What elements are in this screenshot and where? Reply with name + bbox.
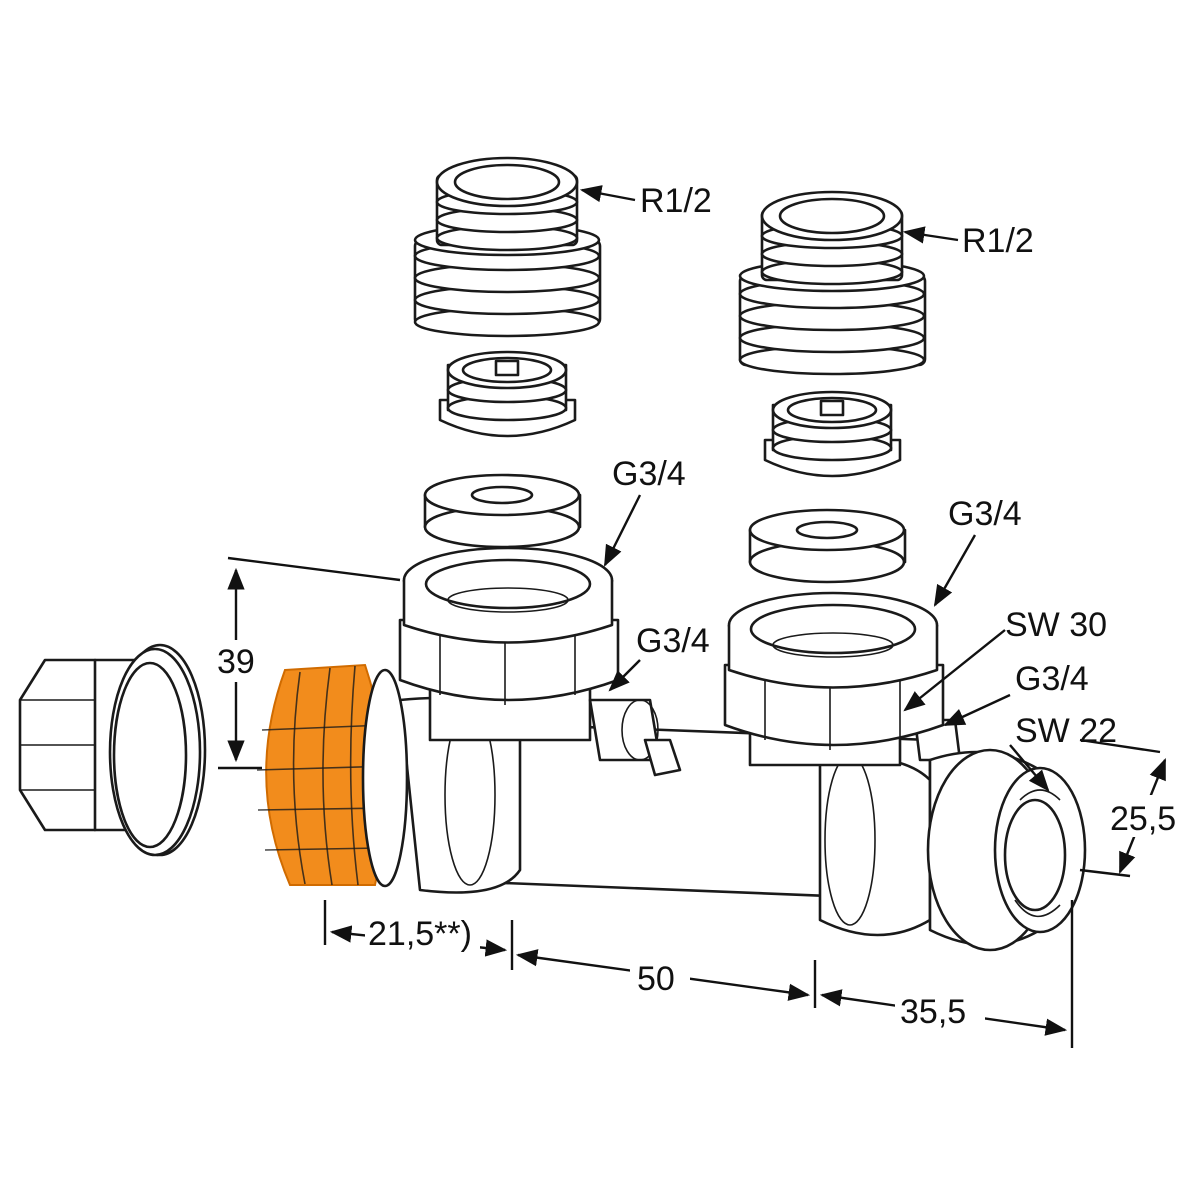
dim-height: 39 xyxy=(217,643,255,681)
right-union-nut xyxy=(723,591,945,750)
left-thread-adapter xyxy=(413,156,602,338)
label-thread-left: R1/2 xyxy=(640,182,712,220)
left-compression-sleeve xyxy=(108,643,207,857)
dim-right-offset: 35,5 xyxy=(900,993,966,1031)
label-outlet-left: G3/4 xyxy=(636,622,710,660)
labels: R1/2 R1/2 G3/4 G3/4 G3/4 SW 30 G3/4 SW 2… xyxy=(215,182,1190,1031)
dim-cap-depth: 25,5 xyxy=(1110,800,1176,838)
right-end-cap xyxy=(926,748,1087,952)
orange-knurled-nut xyxy=(256,663,409,888)
right-insert xyxy=(763,390,902,478)
right-washer xyxy=(748,508,907,584)
label-thread-right: R1/2 xyxy=(962,222,1034,260)
left-union-nut xyxy=(398,546,620,705)
label-outlet-right: G3/4 xyxy=(1015,660,1089,698)
label-wrench-main: SW 30 xyxy=(1005,606,1107,644)
label-wrench-cap: SW 22 xyxy=(1015,712,1117,750)
dim-spacing: 50 xyxy=(637,960,675,998)
left-insert xyxy=(438,350,577,438)
left-washer xyxy=(423,473,582,549)
right-thread-adapter xyxy=(738,190,927,376)
label-conn-right: G3/4 xyxy=(948,495,1022,533)
dim-nut-offset: 21,5**) xyxy=(368,915,472,953)
label-conn-left: G3/4 xyxy=(612,455,686,493)
leaders xyxy=(579,185,1050,792)
